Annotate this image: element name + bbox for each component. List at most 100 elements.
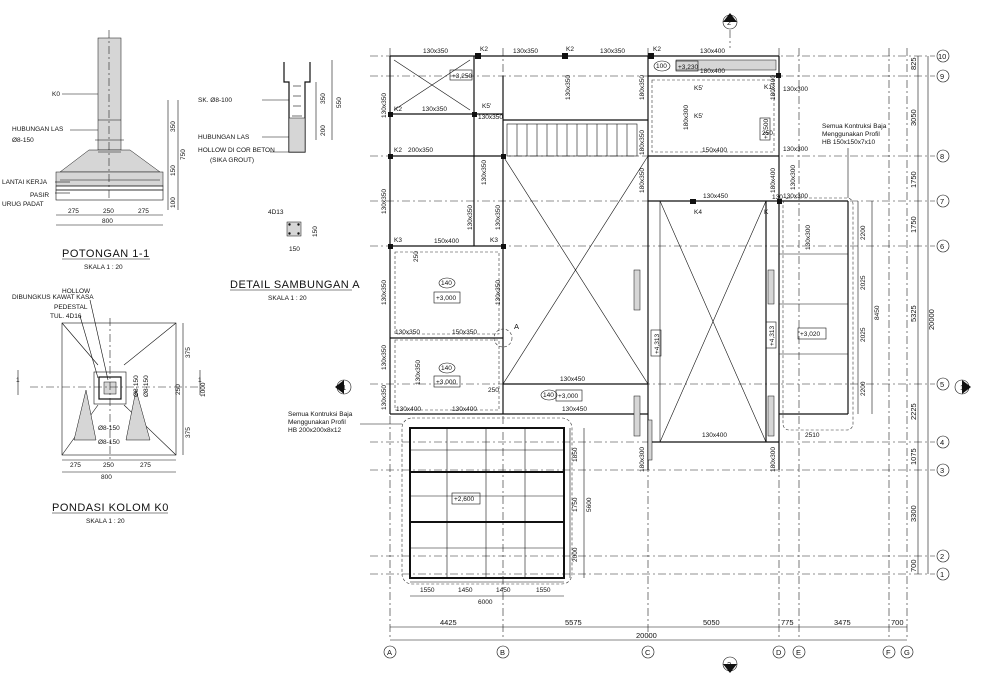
section-marker-right: 1 <box>954 379 971 395</box>
steel-dim: 2025 <box>860 327 867 342</box>
label-phi-d: Ø8-150 <box>98 439 120 446</box>
svg-text:1: 1 <box>342 383 346 392</box>
label-pasir: PASIR <box>30 192 49 199</box>
label-tul: TUL. 4D16 <box>50 313 82 320</box>
svg-text:+3,000: +3,000 <box>558 393 578 400</box>
note-left-line2: Menggunakan Profil <box>288 419 346 426</box>
label-phi8-150: Ø8-150 <box>12 137 34 144</box>
beam-label: 130x350 <box>381 385 388 410</box>
axis-bubble-8: 8 <box>936 149 950 163</box>
note-top-line3: HB 150x150x7x10 <box>822 139 876 146</box>
detail-callout-a <box>493 328 513 348</box>
pondasi-dim-275a: 275 <box>70 462 81 469</box>
svg-text:+2,600: +2,600 <box>454 496 474 503</box>
column-label: K <box>764 209 769 216</box>
steel-frame-left <box>401 417 573 585</box>
pondasi-dim-375b: 375 <box>185 427 192 438</box>
steel-dim: 1450 <box>458 587 473 594</box>
section-marker-left: 1 <box>335 379 352 395</box>
detail-dim-150a: 150 <box>312 226 319 237</box>
beam-label: 130x350 <box>478 114 503 121</box>
detail-concrete <box>288 117 306 153</box>
beam-label: 180x300 <box>683 105 690 130</box>
svg-text:6: 6 <box>940 242 944 251</box>
svg-text:5: 5 <box>940 380 944 389</box>
axis-bubble-g: G <box>900 645 914 659</box>
floor-plan: 2 2 1 1 A B C D E F G 10 9 8 7 6 5 <box>288 13 971 673</box>
lantai-kerja <box>55 185 164 191</box>
point-a-label: A <box>514 322 519 331</box>
pondasi-dim-375a: 375 <box>185 347 192 358</box>
beam-label: 130x300 <box>783 146 808 153</box>
label-phi-a: Ø8-150 <box>133 375 140 397</box>
label-phi-c: Ø8-150 <box>98 425 120 432</box>
column-label: K2 <box>566 46 574 53</box>
beam-label: 130x350 <box>381 189 388 214</box>
axis-bubble-a: A <box>383 645 397 659</box>
beam-label: 130x350 <box>395 329 420 336</box>
beam-label: 150x350 <box>452 329 477 336</box>
svg-text:8: 8 <box>940 152 944 161</box>
beam-label: 130x400 <box>702 432 727 439</box>
svg-text:2: 2 <box>940 552 944 561</box>
dim-800: 800 <box>102 218 113 225</box>
axis-bubble-10: 10 <box>936 49 950 63</box>
beam-label: 130x450 <box>562 406 587 413</box>
axis-bubble-7: 7 <box>936 194 950 208</box>
detail-title: DETAIL SAMBUNGAN A <box>230 279 360 291</box>
steel-frame-right <box>782 197 854 431</box>
detail-dim-150b: 150 <box>289 246 300 253</box>
bottom-dim-4425: 4425 <box>440 618 457 627</box>
steel-dim-total: 5600 <box>586 497 593 512</box>
column-label: K5' <box>694 113 703 120</box>
steel-dim: 1850 <box>572 447 579 462</box>
detail-scale: SKALA 1 : 20 <box>268 295 307 302</box>
beam-label: 180x350 <box>639 130 646 155</box>
level-box: +3,250 <box>449 69 472 81</box>
label-k0: K0 <box>52 91 60 98</box>
svg-text:+3,230: +3,230 <box>678 64 698 71</box>
beam-label: 130x300 <box>790 165 797 190</box>
svg-text:7: 7 <box>940 197 944 206</box>
potongan-title: POTONGAN 1-1 <box>62 248 150 260</box>
pondasi-dim-800: 800 <box>101 474 112 481</box>
right-dim-1750b: 1750 <box>909 216 918 233</box>
label-4d13: 4D13 <box>268 209 284 216</box>
rx-dim: 2510 <box>805 432 820 439</box>
column-k0 <box>97 37 122 151</box>
note-top-line2: Menggunakan Profil <box>822 131 880 138</box>
slab-tag: 100 <box>653 60 671 72</box>
bottom-dim-700: 700 <box>891 618 904 627</box>
bottom-dim-total: 20000 <box>636 631 657 640</box>
svg-text:140: 140 <box>543 392 554 399</box>
right-dim-5325: 5325 <box>909 305 918 322</box>
level-box: +3,020 <box>797 327 827 340</box>
svg-text:+3,000: +3,000 <box>436 379 456 386</box>
axis-bubble-b: B <box>496 645 510 659</box>
bottom-dim-5575: 5575 <box>565 618 582 627</box>
level-box: +4,313 <box>765 321 777 349</box>
dim-150: 150 <box>170 165 177 176</box>
right-dim-1750a: 1750 <box>909 171 918 188</box>
beam-label: 130x350 <box>381 280 388 305</box>
level-box: +3,230 <box>675 60 698 72</box>
column-label: K4 <box>694 209 702 216</box>
section-marker-top: 2 <box>722 13 738 48</box>
beam-label: 130x300 <box>783 193 808 200</box>
axis-bubble-4: 4 <box>936 435 950 449</box>
beam-label: 130x450 <box>560 376 585 383</box>
axis-bubble-9: 9 <box>936 69 950 83</box>
svg-text:9: 9 <box>940 72 944 81</box>
slab-tag: 140 <box>438 277 456 289</box>
beam-label: 150x400 <box>434 238 459 245</box>
detail-rebar-square <box>286 221 302 237</box>
beam-label: 180x400 <box>770 75 777 100</box>
svg-text:D: D <box>776 648 782 657</box>
pondasi-section: 1 1 HOLLOW DIBUNGKUS KAWAT KASA PEDESTAL… <box>12 288 207 525</box>
label-pedestal: PEDESTAL <box>54 304 88 311</box>
beam-label: 180x300 <box>639 447 646 472</box>
label-sika: (SIKA GROUT) <box>210 157 254 164</box>
slab-tag: 130 <box>772 194 783 201</box>
level-box: +3,000 <box>433 375 461 388</box>
